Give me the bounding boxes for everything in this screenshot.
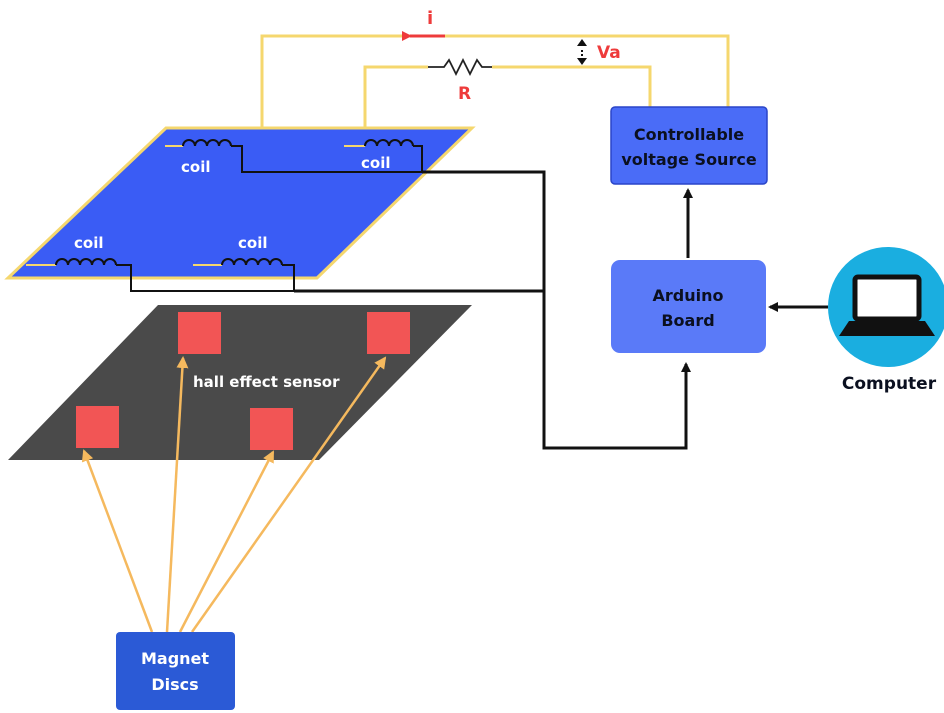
sensor-pad <box>367 312 410 354</box>
voltage-marker-icon <box>577 39 587 65</box>
voltage-source-label-line1: Controllable <box>634 125 744 144</box>
voltage-source-label-line2: voltage Source <box>621 150 757 169</box>
computer-icon <box>828 247 944 367</box>
field-arrow <box>81 449 154 633</box>
coil-label: coil <box>361 154 390 172</box>
magnet-label-line1: Magnet <box>141 649 209 668</box>
sensor-pad <box>178 312 221 354</box>
computer-label: Computer <box>842 374 937 394</box>
resistor-wire-left <box>363 65 428 128</box>
sensor-pad <box>250 408 293 450</box>
field-arrow <box>190 356 387 633</box>
arduino-label-line1: Arduino <box>653 286 724 305</box>
coil-icon <box>344 139 414 147</box>
magnet-label-line2: Discs <box>151 675 198 694</box>
yellow-circuit-wires <box>260 34 730 128</box>
resistor-wire-right <box>492 65 652 107</box>
control-wires <box>294 170 828 450</box>
coil-icon <box>165 139 423 173</box>
field-arrow <box>165 356 189 633</box>
field-arrow <box>178 450 275 633</box>
coil-label: coil <box>238 234 267 252</box>
current-label: i <box>427 8 433 29</box>
resistor-icon <box>428 57 492 77</box>
voltage-source-block <box>610 106 768 185</box>
voltage-label: Va <box>597 43 621 63</box>
coil-label: coil <box>74 234 103 252</box>
coil-label: coil <box>181 158 210 176</box>
sensor-plane <box>8 305 472 460</box>
sensor-label: hall effect sensor <box>193 373 340 391</box>
arduino-label-line2: Board <box>661 311 714 330</box>
resistor-label: R <box>458 84 471 104</box>
coil-icon <box>26 258 295 292</box>
magnet-discs-block <box>116 632 235 710</box>
magnet-field-arrows <box>81 356 387 633</box>
outer-wire <box>260 34 730 128</box>
coil-icon <box>193 258 283 266</box>
arduino-block <box>611 260 766 353</box>
sensor-pad <box>76 406 119 448</box>
coil-plane <box>4 126 476 280</box>
